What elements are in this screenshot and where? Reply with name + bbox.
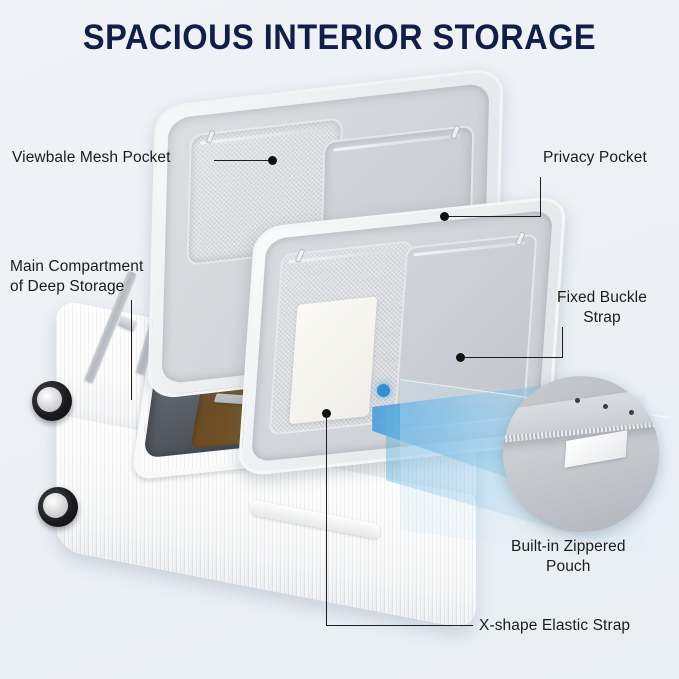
leader-line-elastic-strap-v (326, 414, 327, 625)
label-zippered-pouch-line1: Built-in Zippered (511, 538, 626, 555)
leader-dot-buckle-strap (456, 353, 465, 362)
leader-line-buckle-strap-v (562, 327, 563, 358)
label-main-compartment: Main Compartment of Deep Storage (10, 257, 143, 297)
zipper-track (413, 241, 526, 257)
leader-line-elastic-strap-h (326, 625, 473, 626)
inset-rivet-icon (603, 404, 608, 409)
zipper-track (199, 126, 329, 145)
leader-line-privacy-pocket (448, 216, 541, 217)
leader-dot-privacy-pocket (440, 212, 449, 221)
inset-rivet-icon (629, 410, 634, 415)
leader-dot-mesh-pocket (268, 156, 277, 165)
zippered-pouch-zoom-inset (503, 376, 659, 532)
label-elastic-strap: X-shape Elastic Strap (479, 617, 631, 634)
label-buckle-strap: Fixed Buckle Strap (557, 288, 647, 328)
leader-line-main-compartment (131, 300, 132, 400)
page-title: SPACIOUS INTERIOR STORAGE (82, 18, 597, 57)
label-main-compartment-line2: of Deep Storage (10, 278, 125, 295)
label-main-compartment-line1: Main Compartment (10, 258, 144, 275)
label-privacy-pocket: Privacy Pocket (543, 149, 647, 166)
label-buckle-strap-line1: Fixed Buckle (557, 289, 647, 306)
leader-line-buckle-strap (463, 357, 563, 358)
label-zippered-pouch-line2: Pouch (546, 558, 591, 575)
leader-line-mesh-pocket (214, 160, 272, 161)
zoom-origin-marker (377, 384, 390, 397)
stored-white-item (289, 296, 378, 425)
inset-rivet-icon (575, 398, 580, 403)
zipper-track (288, 248, 401, 264)
spinner-wheel-icon (38, 487, 78, 527)
label-buckle-strap-line2: Strap (583, 309, 621, 326)
spinner-wheel-icon (32, 381, 72, 421)
leader-line-privacy-pocket-v (540, 177, 541, 217)
leader-dot-elastic-strap (322, 409, 331, 418)
label-mesh-pocket: Viewbale Mesh Pocket (12, 149, 171, 166)
zipper-track (333, 134, 461, 152)
label-zippered-pouch: Built-in Zippered Pouch (511, 537, 626, 577)
